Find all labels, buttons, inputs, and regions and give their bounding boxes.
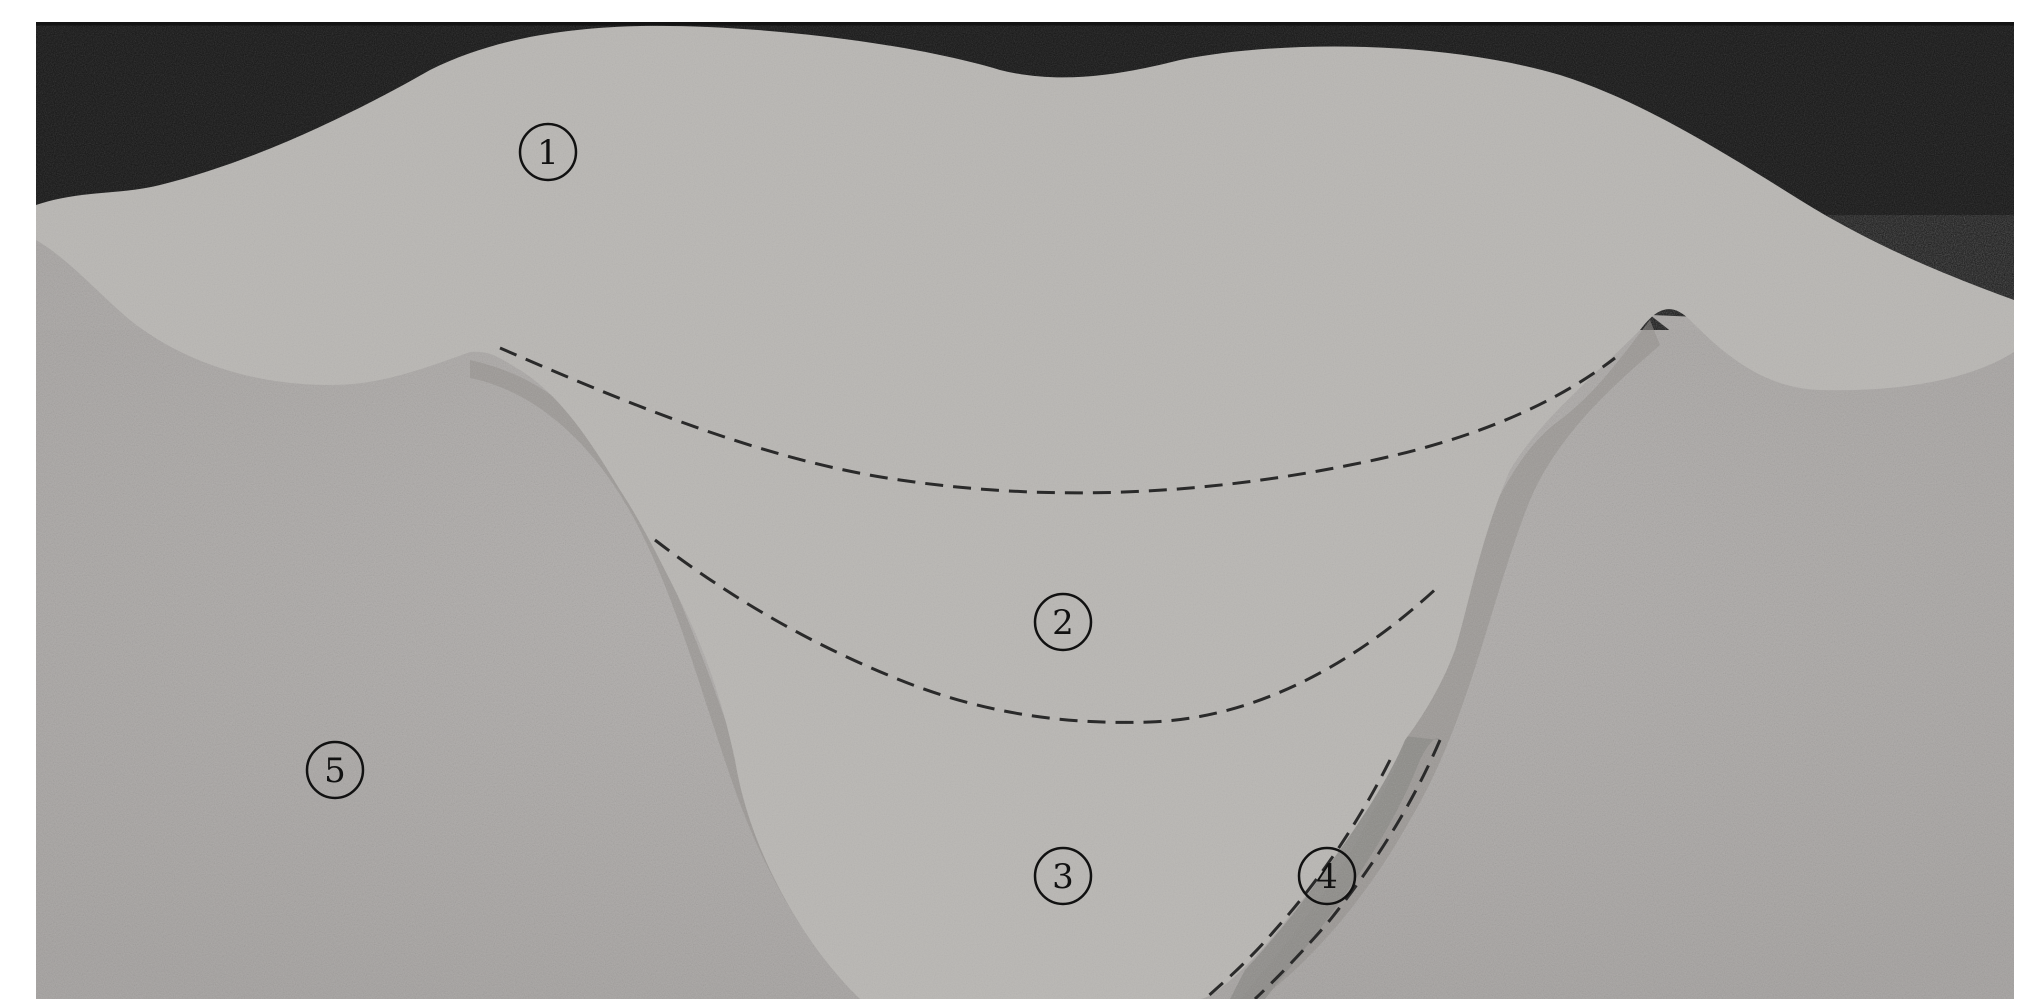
- label-text-1: 1: [537, 133, 559, 173]
- label-text-5: 5: [324, 751, 346, 791]
- label-text-3: 3: [1052, 857, 1074, 897]
- label-text-4: 4: [1316, 857, 1338, 897]
- label-text-2: 2: [1052, 603, 1074, 643]
